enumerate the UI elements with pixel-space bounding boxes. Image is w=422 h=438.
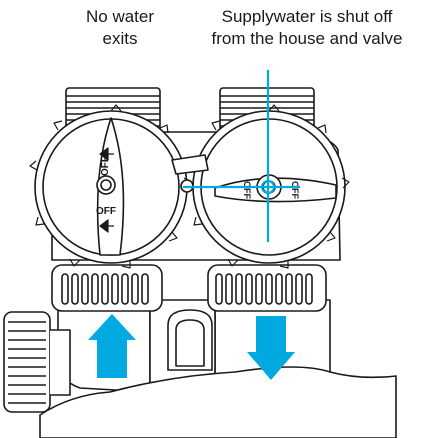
- left-valve-knob: OFF OFF: [29, 104, 192, 269]
- side-knurled-fitting: [3, 311, 71, 413]
- up-arrow-icon: [88, 314, 136, 378]
- left-knob-off-bottom: OFF: [96, 206, 116, 217]
- right-caption-line2: from the house and valve: [211, 29, 403, 48]
- right-caption-line1: Supplywater is shut off: [221, 7, 393, 26]
- crosshair-icon: [183, 70, 300, 242]
- left-knurled-collar: [51, 264, 163, 312]
- right-knob-off-right: OFF: [290, 181, 300, 199]
- center-loop: [167, 309, 213, 371]
- right-knurled-collar: [207, 264, 327, 312]
- down-arrow-icon: [247, 316, 295, 380]
- cutaway-edge: [39, 366, 397, 438]
- right-caption: Supplywater is shut off from the house a…: [196, 6, 418, 50]
- left-caption: No water exits: [50, 6, 190, 50]
- left-caption-line2: exits: [102, 29, 138, 48]
- right-knob-off-left: OFF: [242, 181, 252, 199]
- left-knob-off-top: OFF: [100, 156, 111, 176]
- left-caption-line1: No water: [85, 7, 155, 26]
